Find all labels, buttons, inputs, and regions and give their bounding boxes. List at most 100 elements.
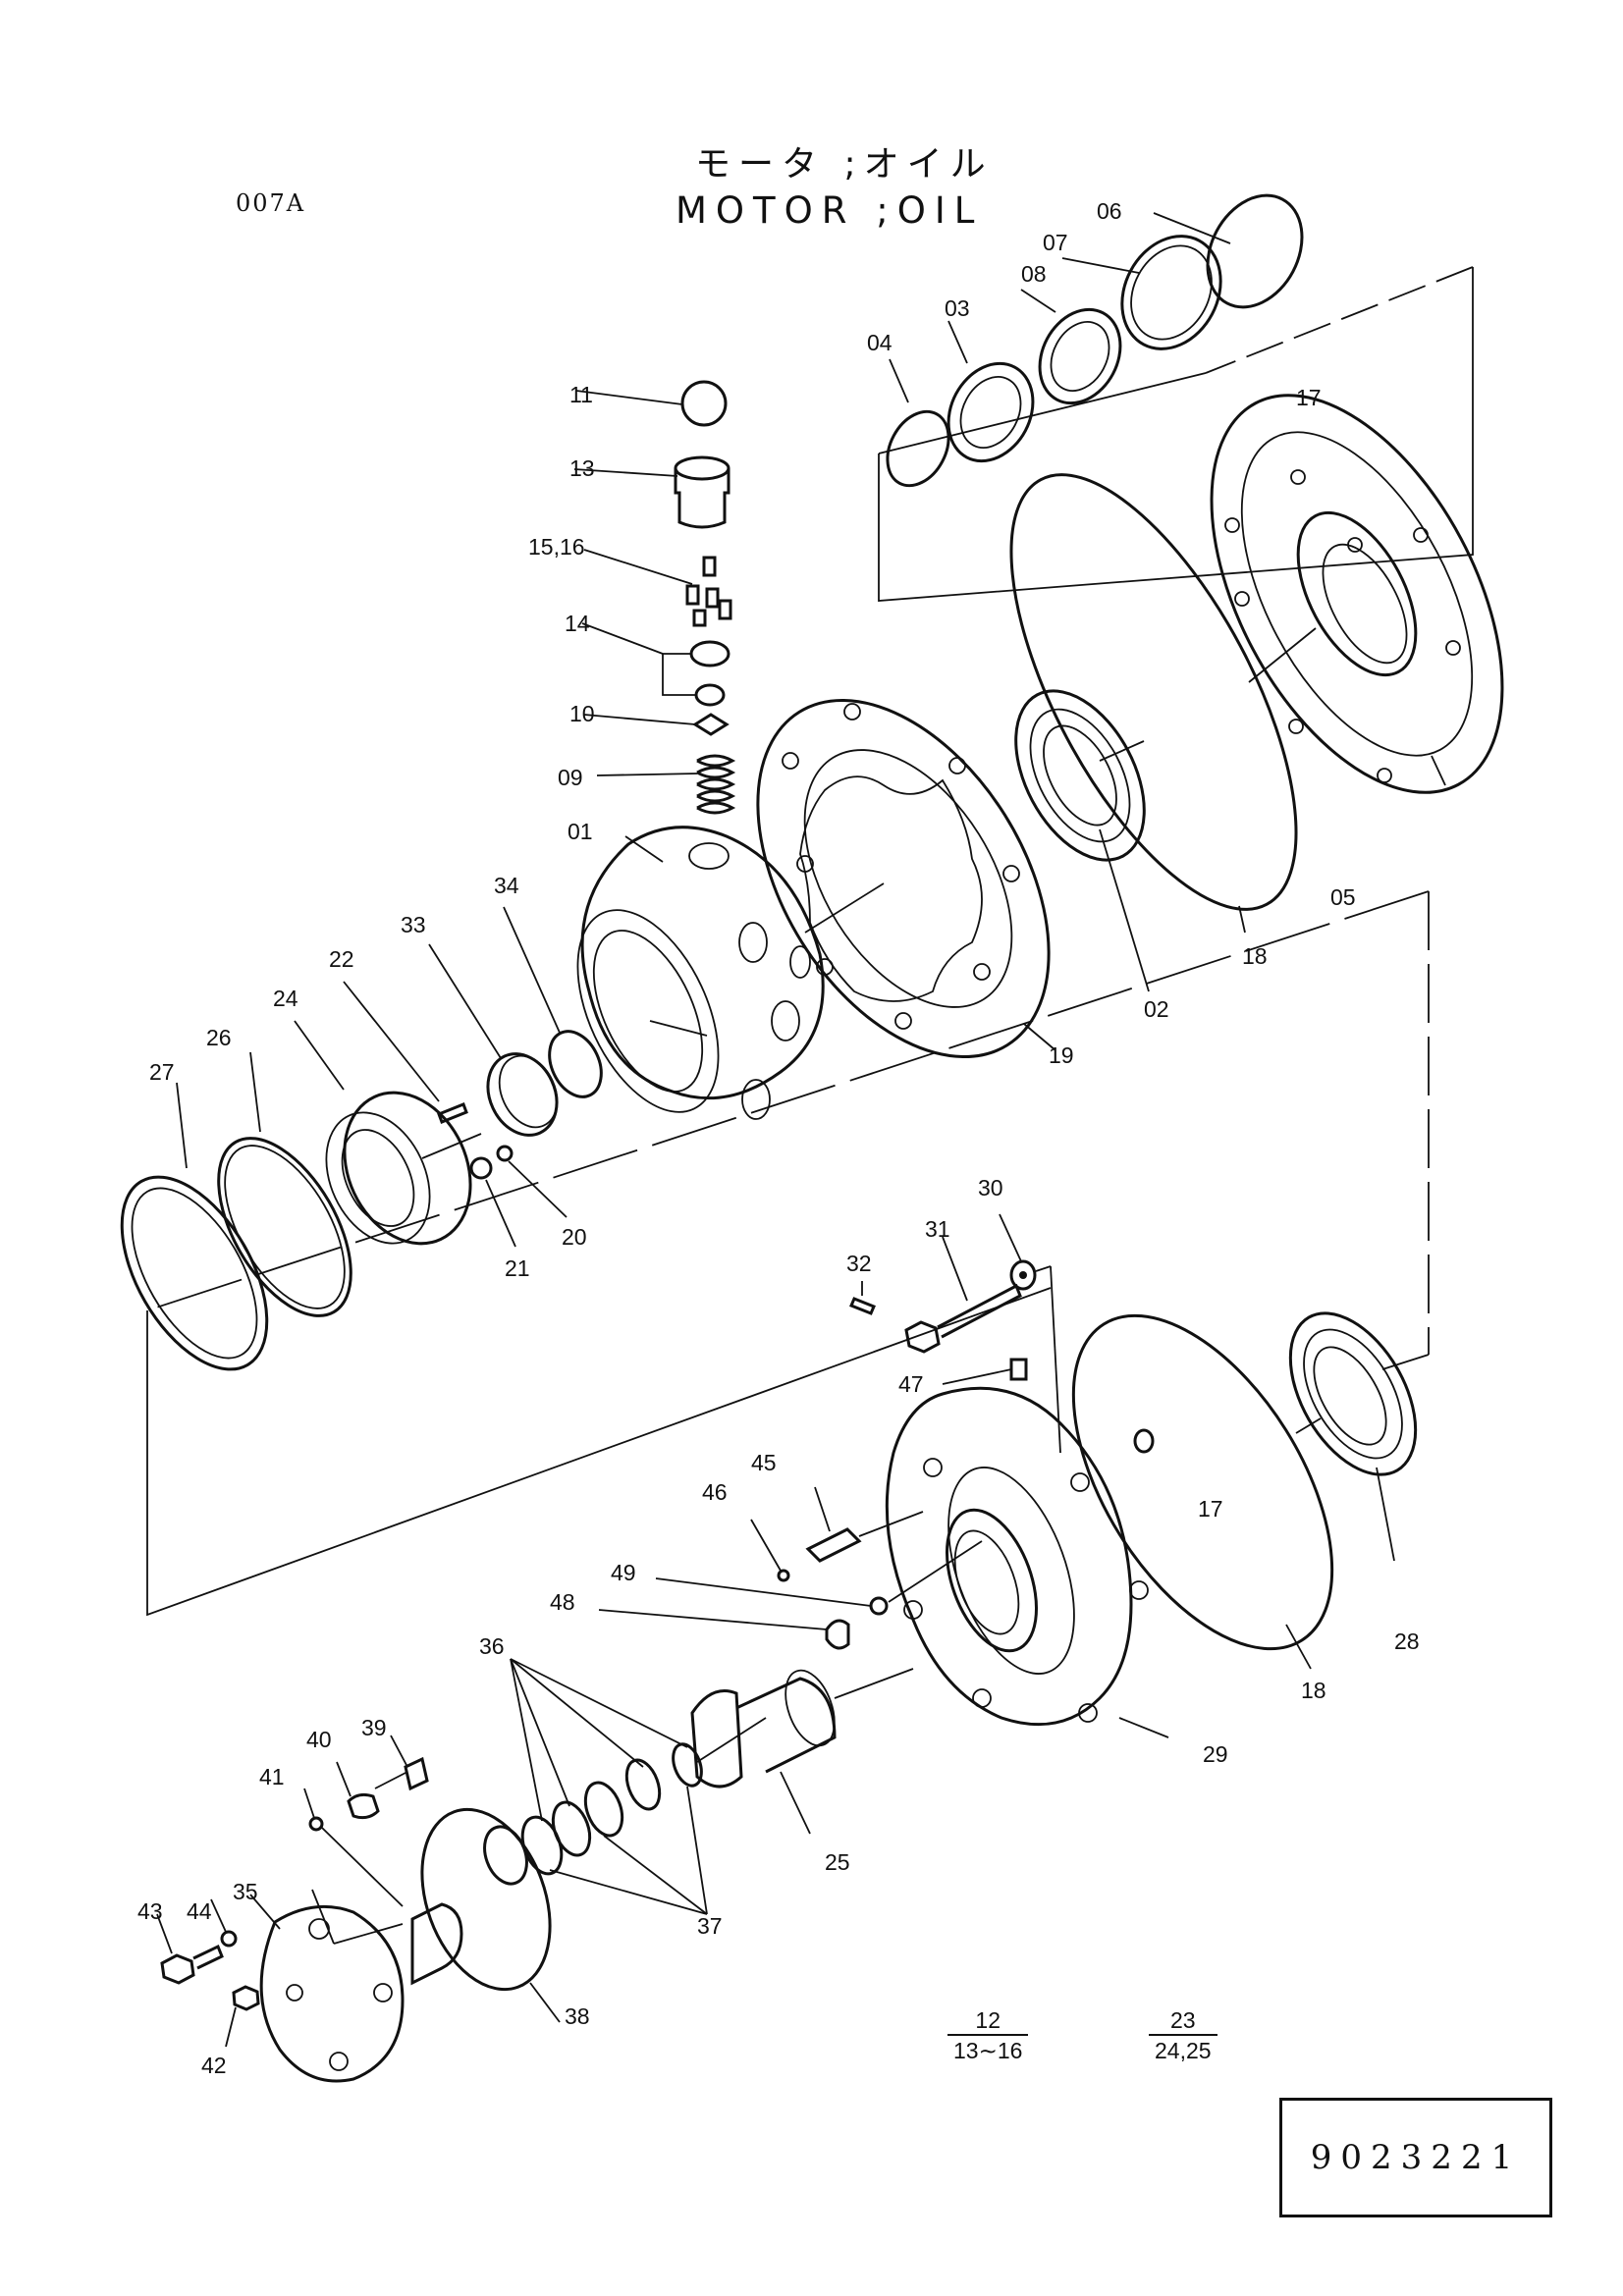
part-label-42: 42 <box>201 2053 227 2078</box>
group-note-12: 12 13∼16 <box>947 2007 1029 2064</box>
part-44-washer <box>210 1898 238 1948</box>
part-label-15-16: 15,16 <box>528 534 585 560</box>
title-japanese: モータ ;オイル <box>695 144 994 185</box>
part-09-spring <box>596 754 736 815</box>
part-label-22: 22 <box>329 946 354 972</box>
part-31-bolt <box>904 1236 1022 1354</box>
part-label-48: 48 <box>550 1589 575 1615</box>
part-35-end-cover <box>249 1889 463 2083</box>
part-47-plug <box>942 1358 1028 1385</box>
part-label-29: 29 <box>1203 1741 1228 1767</box>
part-label-39: 39 <box>361 1715 387 1740</box>
part-label-09: 09 <box>558 765 583 790</box>
part-label-40: 40 <box>306 1727 332 1752</box>
part-label-32: 32 <box>846 1251 872 1276</box>
part-label-13: 13 <box>569 455 595 481</box>
part-15-16-screws <box>583 549 732 627</box>
part-label-02: 02 <box>1144 996 1169 1022</box>
part-label-layer: 06 07 08 03 04 17 11 13 15,16 14 10 09 01 34 33 22 24 27 2… <box>137 198 1420 2078</box>
part-17-washer-lower <box>1133 1428 1155 1454</box>
part-11-ball <box>575 380 728 427</box>
part-46-screw <box>750 1519 790 1582</box>
part-label-38: 38 <box>565 2003 590 2029</box>
part-18-o-ring-upper <box>1009 473 1298 934</box>
part-label-17: 17 <box>1296 385 1322 410</box>
part-27-ring <box>120 1082 269 1371</box>
part-label-06: 06 <box>1097 198 1122 224</box>
document-number-box: 9023221 <box>1279 2098 1552 2217</box>
part-label-01: 01 <box>568 819 593 844</box>
part-label-11: 11 <box>569 382 593 407</box>
part-label-17: 17 <box>1198 1496 1223 1522</box>
part-label-33: 33 <box>401 912 426 937</box>
part-label-14: 14 <box>565 611 590 636</box>
group-note-23: 23 24,25 <box>1149 2007 1217 2064</box>
part-label-37: 37 <box>697 1913 723 1939</box>
part-42-nut <box>225 1985 260 2048</box>
part-label-41: 41 <box>259 1764 285 1789</box>
part-41-o-ring <box>303 1788 404 1907</box>
part-label-30: 30 <box>978 1175 1003 1201</box>
part-01-cylinder <box>576 826 825 1120</box>
part-24-distributor <box>294 1020 482 1246</box>
part-label-27: 27 <box>149 1059 175 1085</box>
part-05-cover <box>1210 394 1504 794</box>
part-25-shaft <box>690 1668 914 1835</box>
part-30-washer <box>999 1213 1061 1454</box>
part-21-washer <box>469 1156 516 1248</box>
part-label-03: 03 <box>945 295 970 321</box>
part-04-o-ring <box>886 358 950 488</box>
part-label-08: 08 <box>1021 261 1047 287</box>
part-label-18: 18 <box>1242 943 1268 969</box>
part-02-bearing <box>1014 689 1150 992</box>
part-26-ring <box>217 1051 352 1317</box>
part-label-19: 19 <box>1049 1042 1074 1068</box>
part-label-28: 28 <box>1394 1629 1420 1654</box>
part-28-bearing <box>1288 1311 1418 1562</box>
part-39-plate <box>374 1735 429 1791</box>
part-label-20: 20 <box>562 1224 587 1250</box>
document-number: 9023221 <box>1310 2138 1522 2177</box>
part-45-plate <box>805 1486 924 1563</box>
part-06-snap-ring <box>1153 193 1304 309</box>
part-label-21: 21 <box>505 1255 530 1281</box>
part-20-o-ring <box>496 1145 568 1218</box>
part-48-plug <box>598 1609 850 1650</box>
part-label-04: 04 <box>867 330 893 355</box>
part-label-45: 45 <box>751 1450 777 1475</box>
part-40-plug <box>336 1761 380 1820</box>
part-43-bolt <box>156 1913 224 1985</box>
part-13-plug <box>573 455 730 529</box>
part-label-31: 31 <box>925 1216 950 1242</box>
part-36-37-washers <box>483 1658 708 1915</box>
part-label-10: 10 <box>569 701 595 726</box>
part-32-pin <box>849 1281 876 1315</box>
part-label-24: 24 <box>273 986 298 1011</box>
part-34-o-ring <box>503 906 603 1098</box>
part-label-49: 49 <box>611 1560 636 1585</box>
part-33-plate <box>428 943 559 1137</box>
part-03-seal <box>947 320 1035 463</box>
title-english: MOTOR ;OIL <box>676 189 984 232</box>
part-label-07: 07 <box>1043 230 1068 255</box>
part-label-34: 34 <box>494 873 519 898</box>
part-label-18: 18 <box>1301 1678 1326 1703</box>
part-label-36: 36 <box>479 1633 505 1659</box>
part-38-o-ring <box>420 1807 561 2023</box>
part-label-05: 05 <box>1330 884 1356 910</box>
part-18-o-ring-lower <box>1071 1313 1334 1670</box>
part-10-shim <box>583 713 730 736</box>
part-08-seal <box>1020 289 1122 405</box>
part-22-pin <box>343 981 468 1124</box>
part-label-44: 44 <box>187 1898 212 1924</box>
part-14-rings <box>581 622 730 707</box>
part-49-o-ring <box>655 1540 983 1616</box>
part-19-cam-ring <box>756 698 1056 1059</box>
part-label-26: 26 <box>206 1025 232 1050</box>
assembly-frame-upper <box>878 267 1474 602</box>
part-07-ring <box>1061 235 1222 350</box>
part-label-25: 25 <box>825 1849 850 1875</box>
part-29-housing <box>885 1386 1169 1738</box>
part-label-43: 43 <box>137 1898 163 1924</box>
